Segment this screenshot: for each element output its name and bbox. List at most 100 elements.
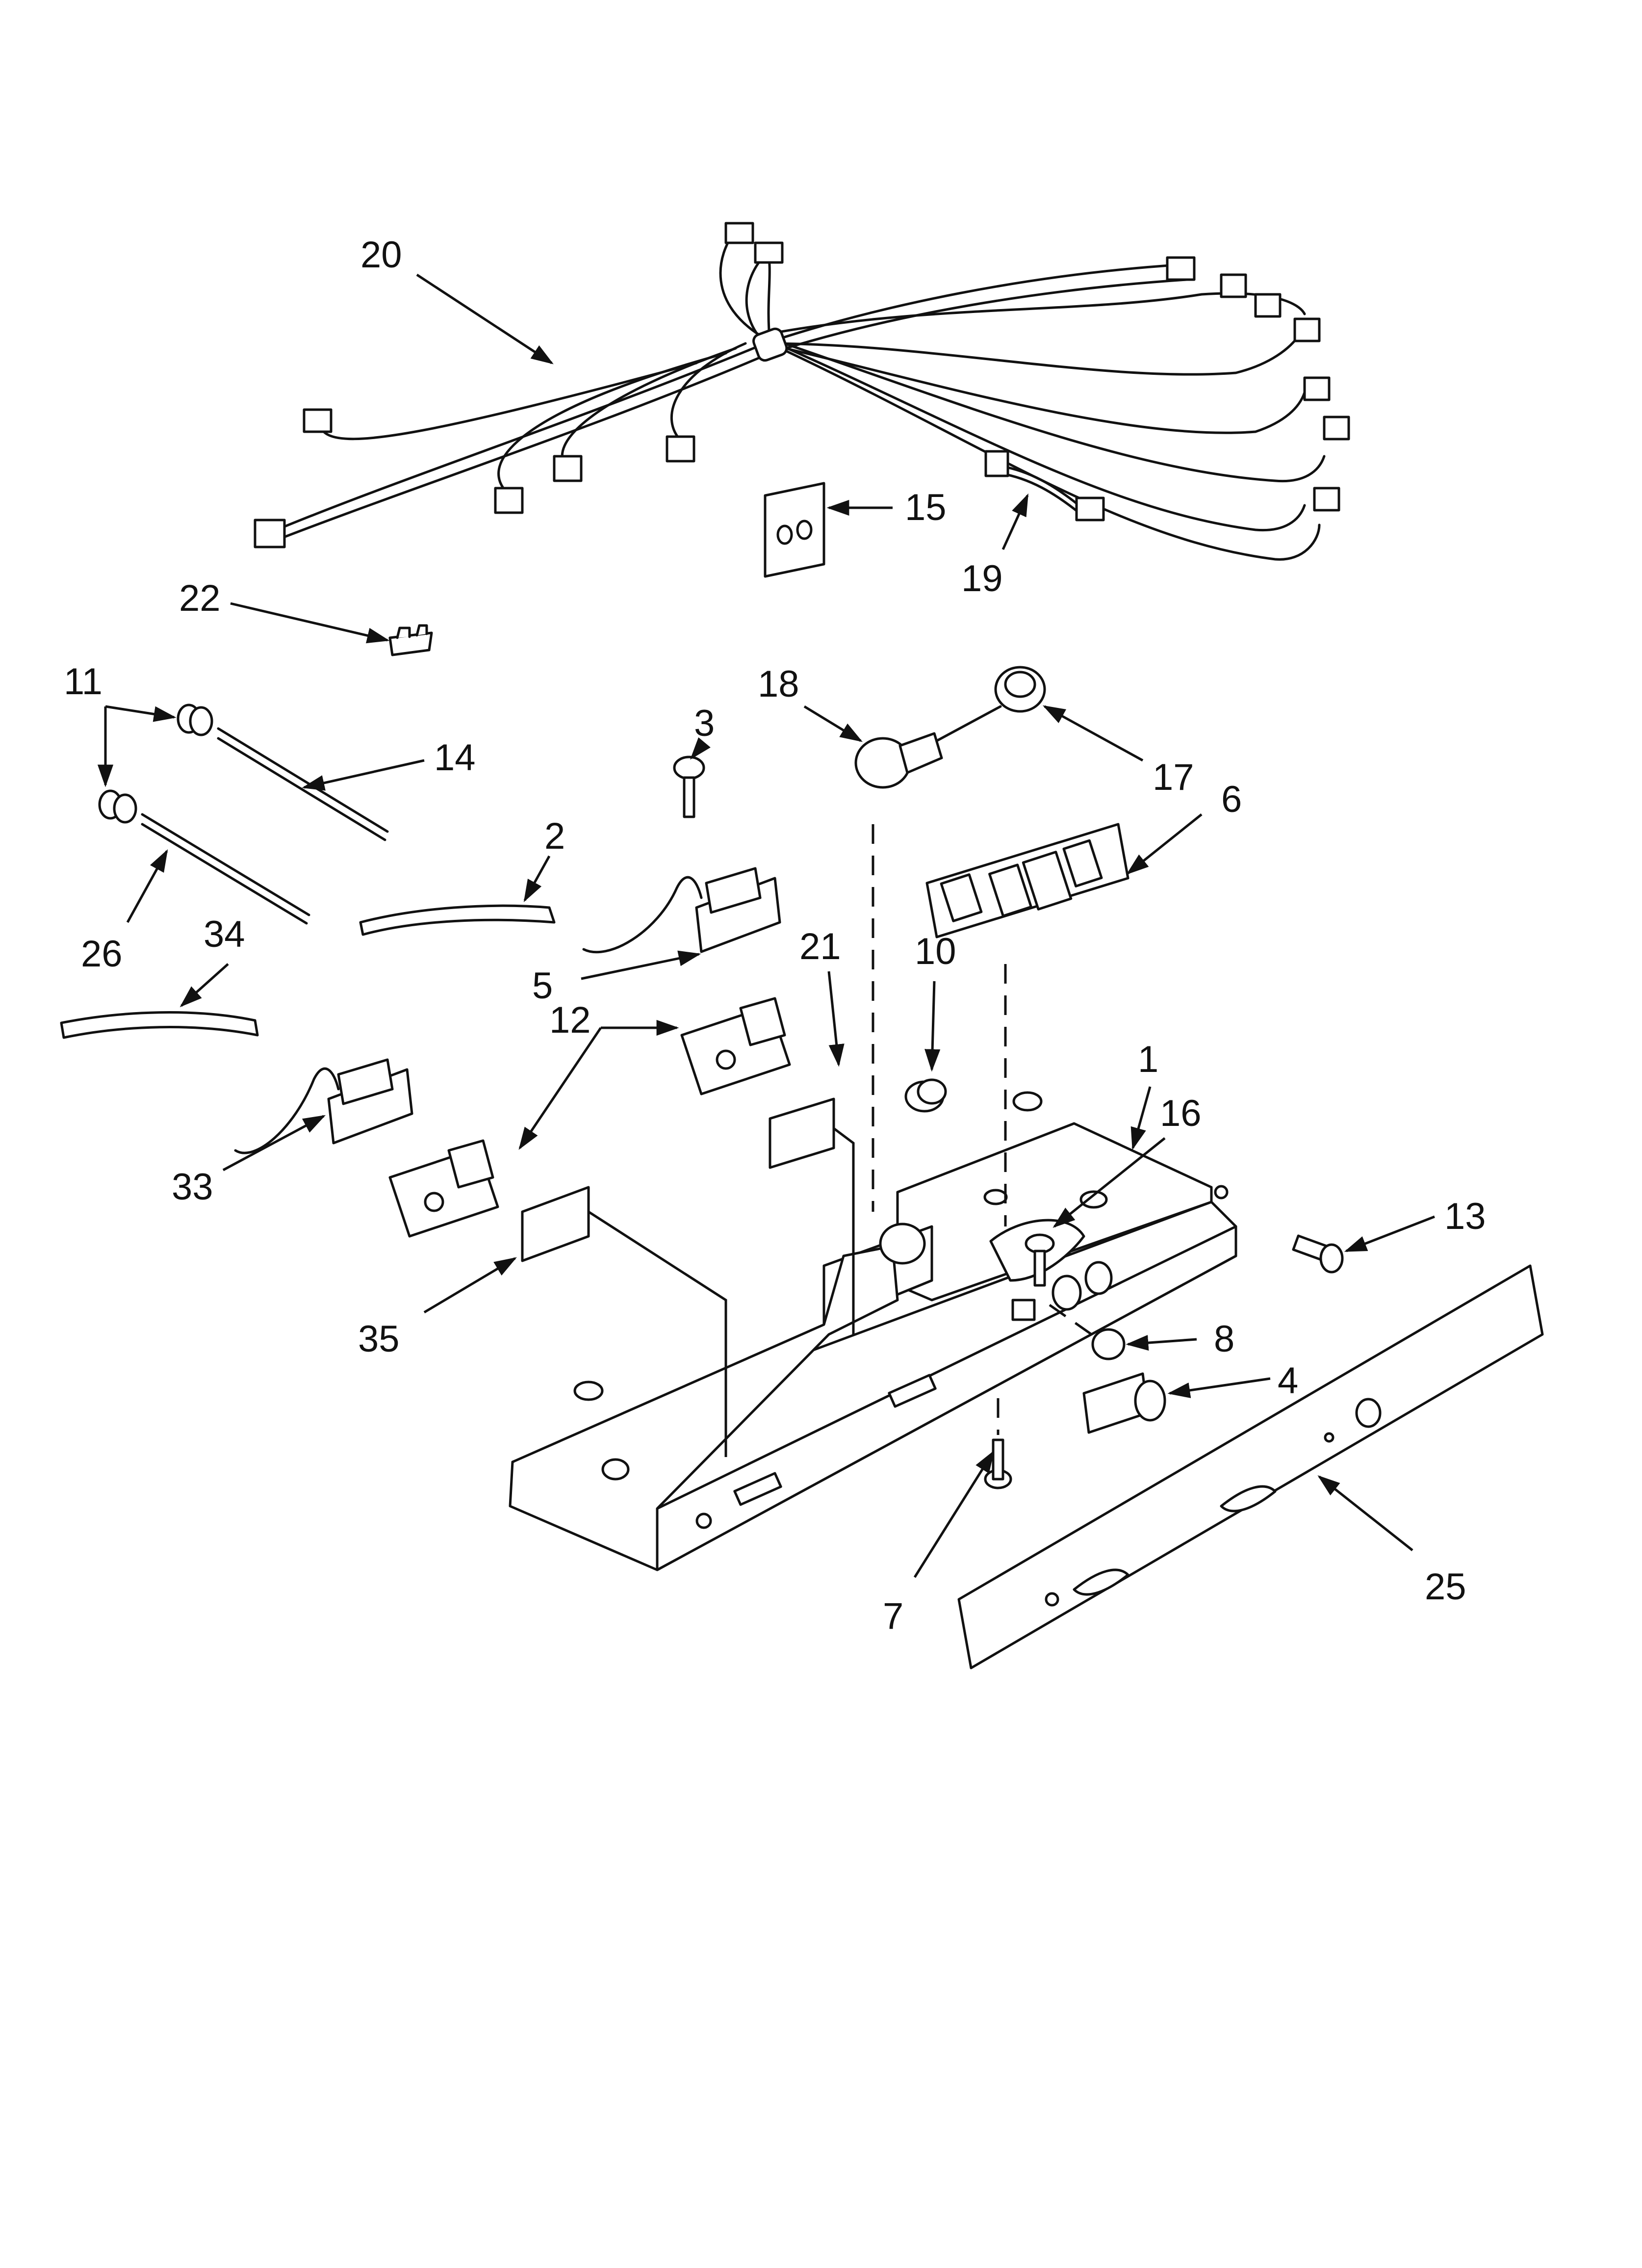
callout-arrows (97, 273, 1435, 1578)
control-knob (1082, 1372, 1166, 1434)
clip (388, 624, 433, 656)
arrow-11-upper (105, 705, 177, 722)
label-21 (769, 1097, 835, 1169)
arrow-25 (1317, 1475, 1413, 1551)
sensor-bracket-upper (680, 997, 791, 1095)
callout-17: 17 (1153, 756, 1194, 798)
leader-line (588, 1210, 727, 1457)
tube-lower (141, 813, 310, 916)
callout-5: 5 (532, 965, 553, 1007)
arrow-20 (416, 273, 554, 365)
callout-8: 8 (1214, 1318, 1234, 1360)
harness-connector (1293, 317, 1321, 342)
harness-connector (1254, 293, 1282, 318)
callout-18: 18 (758, 663, 799, 705)
switch-upper (582, 867, 781, 954)
harness-connector (1313, 487, 1340, 512)
callout-6: 6 (1221, 779, 1242, 820)
harness-connector (303, 408, 333, 433)
arrow-4 (1167, 1377, 1271, 1398)
callout-labels: 20 15 19 22 11 14 18 17 3 6 2 26 34 5 21… (64, 234, 1486, 1637)
arrow-18 (803, 705, 863, 742)
switch-lower (234, 1058, 413, 1154)
sensor-bracket-lower (388, 1139, 499, 1238)
callout-35: 35 (358, 1318, 400, 1360)
callout-26: 26 (81, 933, 123, 975)
arrow-1 (1130, 1086, 1152, 1150)
arrow-7 (913, 1450, 995, 1578)
harness-connector (254, 519, 286, 548)
alignment-line (1049, 1303, 1100, 1341)
callout-16: 16 (1160, 1093, 1202, 1134)
control-housing (509, 1091, 1237, 1571)
arrow-22 (230, 602, 390, 644)
callout-19: 19 (961, 558, 1003, 600)
grommet-upper (177, 704, 213, 736)
grommet-lower (98, 789, 137, 824)
leader-line (833, 1127, 855, 1334)
button-8 (1091, 1328, 1126, 1360)
callout-20: 20 (360, 234, 402, 276)
arrow-6 (1126, 813, 1203, 875)
front-panel (957, 1264, 1544, 1669)
harness-junction (752, 327, 788, 362)
callout-15: 15 (905, 487, 947, 528)
harness-connector (553, 455, 583, 482)
callout-7: 7 (883, 1595, 903, 1637)
arrow-13 (1344, 1215, 1435, 1252)
harness-connector (1323, 416, 1350, 441)
callout-3: 3 (694, 703, 715, 744)
arrow-17 (1042, 705, 1144, 762)
arrow-2 (523, 855, 551, 903)
screw-top (673, 756, 705, 818)
arrow-35 (423, 1257, 517, 1314)
harness-connector (666, 435, 695, 463)
jumper-harness (984, 450, 1105, 521)
harness-connector (1220, 273, 1247, 298)
harness-connector (1303, 376, 1331, 401)
screw-13 (1292, 1234, 1344, 1274)
arrow-19 (1001, 493, 1029, 550)
wire-harness (254, 222, 1350, 561)
callout-34: 34 (204, 913, 245, 955)
tube-upper-edge (217, 737, 386, 841)
callout-12: 12 (549, 999, 591, 1041)
callout-4: 4 (1278, 1360, 1298, 1402)
arrow-12-lower (518, 1027, 602, 1150)
hose-lower (60, 1011, 259, 1039)
hose-upper (359, 904, 556, 936)
arrow-5 (581, 950, 701, 980)
harness-connector (754, 241, 784, 264)
arrow-8 (1126, 1334, 1197, 1351)
arrow-16 (1052, 1137, 1166, 1228)
label-35 (521, 1186, 590, 1262)
tube-lower-edge (141, 823, 308, 925)
harness-connector (494, 487, 524, 514)
callout-2: 2 (544, 815, 565, 857)
arrow-34 (180, 963, 229, 1008)
callout-21: 21 (799, 926, 841, 967)
plug-button (904, 1078, 947, 1113)
bulb-socket (935, 666, 1046, 742)
callout-25: 25 (1425, 1566, 1466, 1608)
callout-1: 1 (1138, 1039, 1158, 1080)
callout-11: 11 (64, 661, 103, 703)
callout-33: 33 (172, 1166, 213, 1208)
arrow-3 (690, 737, 711, 760)
light-bulb (854, 732, 943, 789)
screw-16 (1025, 1233, 1055, 1287)
control-board (925, 823, 1129, 938)
arrow-14 (302, 759, 425, 791)
arrow-21 (827, 971, 845, 1067)
bracket-plate (764, 482, 825, 578)
arrow-10 (924, 981, 941, 1072)
callout-13: 13 (1444, 1196, 1486, 1237)
harness-connector (1166, 256, 1196, 281)
harness-connector (724, 222, 754, 244)
callout-10: 10 (915, 931, 956, 972)
tube-upper (217, 727, 389, 833)
screw-7 (984, 1438, 1012, 1489)
arrow-33 (222, 1115, 326, 1172)
arrow-26 (126, 849, 168, 923)
